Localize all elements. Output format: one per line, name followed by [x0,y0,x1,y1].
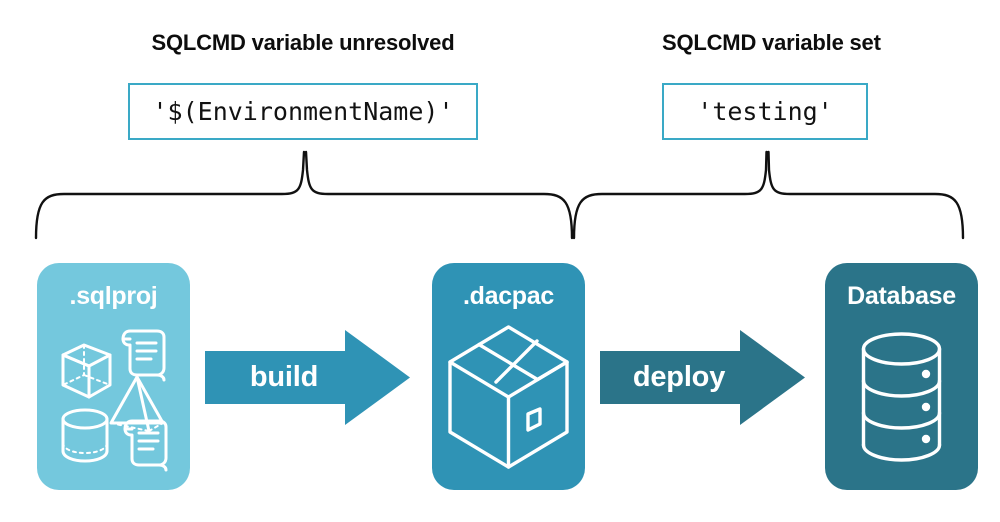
arrow-deploy-label: deploy [632,361,726,393]
pyramid-icon [109,375,165,433]
arrow-build-shape [205,330,410,425]
database-artwork [861,332,942,462]
arrow-deploy-shape [600,330,805,425]
code-value-box-unresolved: '$(EnvironmentName)' [128,83,478,140]
brace-right-set [572,150,965,240]
stage-label-sqlproj: .sqlproj [69,282,158,310]
script-icon [121,329,166,382]
stage-label-dacpac: .dacpac [462,282,554,310]
brace-left-unresolved [34,150,574,240]
code-value-text-unresolved: '$(EnvironmentName)' [152,97,454,126]
sqlproj-artwork [61,329,168,472]
section-heading-set: SQLCMD variable set [662,30,881,55]
stage-box-dacpac: .dacpac [432,263,585,490]
database-status-dots [921,369,931,444]
stage-box-database: Database [825,263,978,490]
arrow-build-label: build [249,361,319,393]
dacpac-artwork [448,325,569,469]
package-box-icon [448,325,569,469]
script-icon [123,419,168,472]
code-value-text-set: 'testing' [697,97,833,126]
stage-label-database: Database [847,282,956,310]
arrow-deploy: deploy [600,330,805,425]
database-cylinder-icon [861,332,942,462]
cube-icon [61,343,112,399]
arrow-build: build [205,330,410,425]
section-heading-unresolved: SQLCMD variable unresolved [151,30,455,55]
stage-box-sqlproj: .sqlproj [37,263,190,490]
code-value-box-set: 'testing' [662,83,868,140]
cylinder-icon [61,408,109,463]
